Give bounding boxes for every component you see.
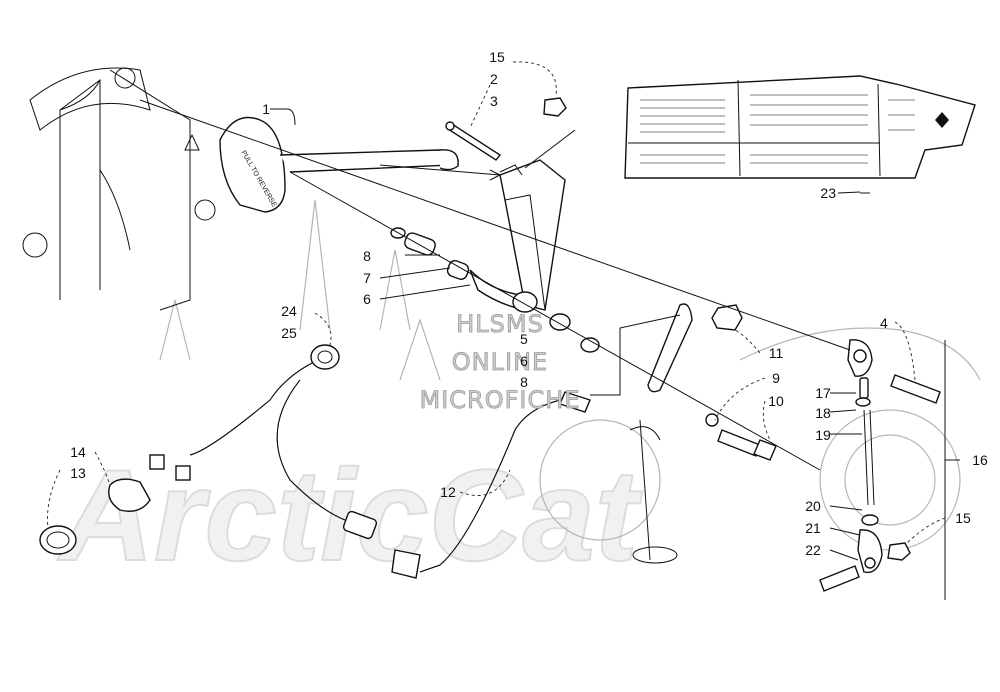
callout-25: 25: [281, 325, 297, 341]
frame-assembly: [22, 67, 216, 311]
callout-10: 10: [768, 393, 784, 409]
callout-11: 11: [769, 345, 784, 361]
link-hardware: [580, 303, 743, 393]
callout-8-a: 8: [363, 248, 371, 264]
callout-4: 4: [880, 315, 888, 331]
watermark-line-3: MICROFICHE: [420, 386, 581, 414]
watermark-line-2: ONLINE: [452, 348, 548, 376]
callout-19: 19: [815, 427, 831, 443]
callout-18: 18: [815, 405, 831, 421]
switch-and-nut: [39, 478, 151, 555]
alignment-lines: [139, 99, 851, 471]
tie-rod-assembly: [819, 339, 960, 600]
callout-6-b: 6: [520, 353, 528, 369]
callout-21: 21: [805, 520, 821, 536]
callout-13: 13: [70, 465, 86, 481]
callout-labels: 1 2 3 4 5 6 6 7 8 8 9 10 11 12 13 14 15 …: [70, 49, 988, 558]
callout-9: 9: [772, 370, 780, 386]
callout-20: 20: [805, 498, 821, 514]
callout-15-top: 15: [489, 49, 505, 65]
callout-12: 12: [440, 484, 456, 500]
leader-lines: [47, 61, 946, 561]
callout-16: 16: [972, 452, 988, 468]
callout-22: 22: [805, 542, 821, 558]
callout-6-a: 6: [363, 291, 371, 307]
center-watermark: HLSMS ONLINE MICROFICHE: [419, 310, 581, 415]
pivot-bracket: [469, 159, 571, 331]
pin-and-cotter: [445, 121, 502, 161]
callout-15-bottom: 15: [955, 510, 971, 526]
callout-23: 23: [820, 185, 836, 201]
nut-top: [543, 97, 567, 117]
reverse-cable: [391, 391, 591, 579]
callout-1: 1: [262, 101, 270, 117]
callout-3: 3: [490, 93, 498, 109]
watermark-line-1: HLSMS: [456, 310, 544, 338]
callout-8-b: 8: [520, 374, 528, 390]
callout-7: 7: [363, 270, 371, 286]
callout-5: 5: [520, 331, 528, 347]
callout-24: 24: [281, 303, 297, 319]
reverse-handle: PULL TO REVERSE: [219, 116, 459, 213]
callout-17: 17: [815, 385, 831, 401]
warning-decal: [624, 75, 976, 179]
steering-post-ghost: [629, 419, 678, 564]
callout-14: 14: [70, 444, 86, 460]
wiring-harness: [149, 344, 378, 540]
bolt-10: [705, 413, 777, 461]
callout-2: 2: [490, 71, 498, 87]
